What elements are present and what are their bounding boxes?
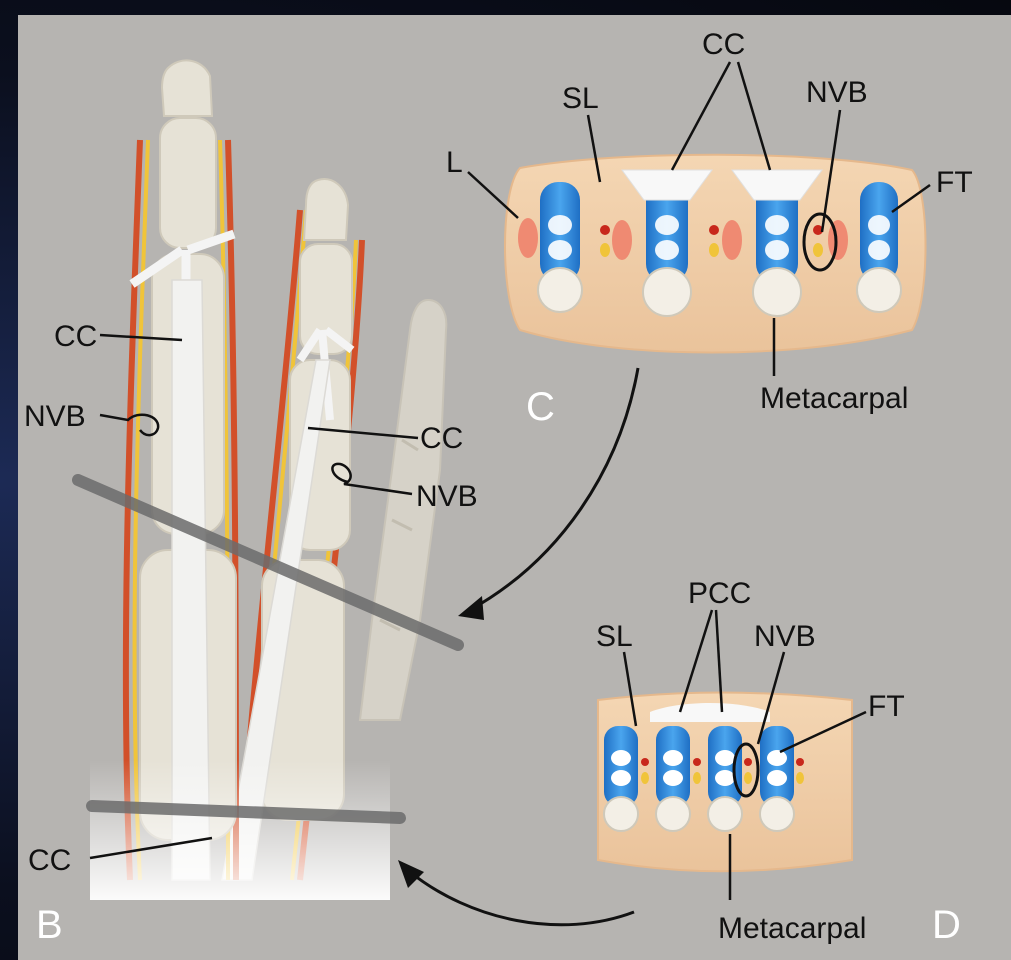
arrow-d-to-b	[410, 872, 634, 925]
panel-label-b: B	[36, 903, 63, 947]
label-metacarpal-c: Metacarpal	[760, 382, 908, 415]
panel-label-c: C	[526, 385, 555, 429]
label-metacarpal-d: Metacarpal	[718, 912, 866, 945]
label-cc-c: CC	[702, 28, 745, 61]
anatomy-figure: CC NVB CC NVB CC B CC SL NVB L FT Metaca…	[18, 15, 1011, 960]
label-ft-d: FT	[868, 690, 905, 723]
label-nvb-middle: NVB	[416, 480, 478, 513]
label-ft-c: FT	[936, 166, 973, 199]
figure-panel: CC NVB CC NVB CC B CC SL NVB L FT Metaca…	[18, 15, 1011, 960]
label-cc-base: CC	[28, 844, 71, 877]
label-l-c: L	[446, 146, 463, 179]
label-sl-d: SL	[596, 620, 633, 653]
label-nvb-c: NVB	[806, 76, 868, 109]
cross-section-c	[505, 155, 926, 353]
label-sl-c: SL	[562, 82, 599, 115]
label-cc-middle: CC	[420, 422, 463, 455]
finger-illustration	[78, 60, 458, 900]
label-nvb-d: NVB	[754, 620, 816, 653]
label-pcc-d: PCC	[688, 577, 751, 610]
label-nvb-index: NVB	[24, 400, 86, 433]
label-cc-index: CC	[54, 320, 97, 353]
index-finger	[126, 60, 236, 880]
panel-label-d: D	[932, 903, 961, 947]
